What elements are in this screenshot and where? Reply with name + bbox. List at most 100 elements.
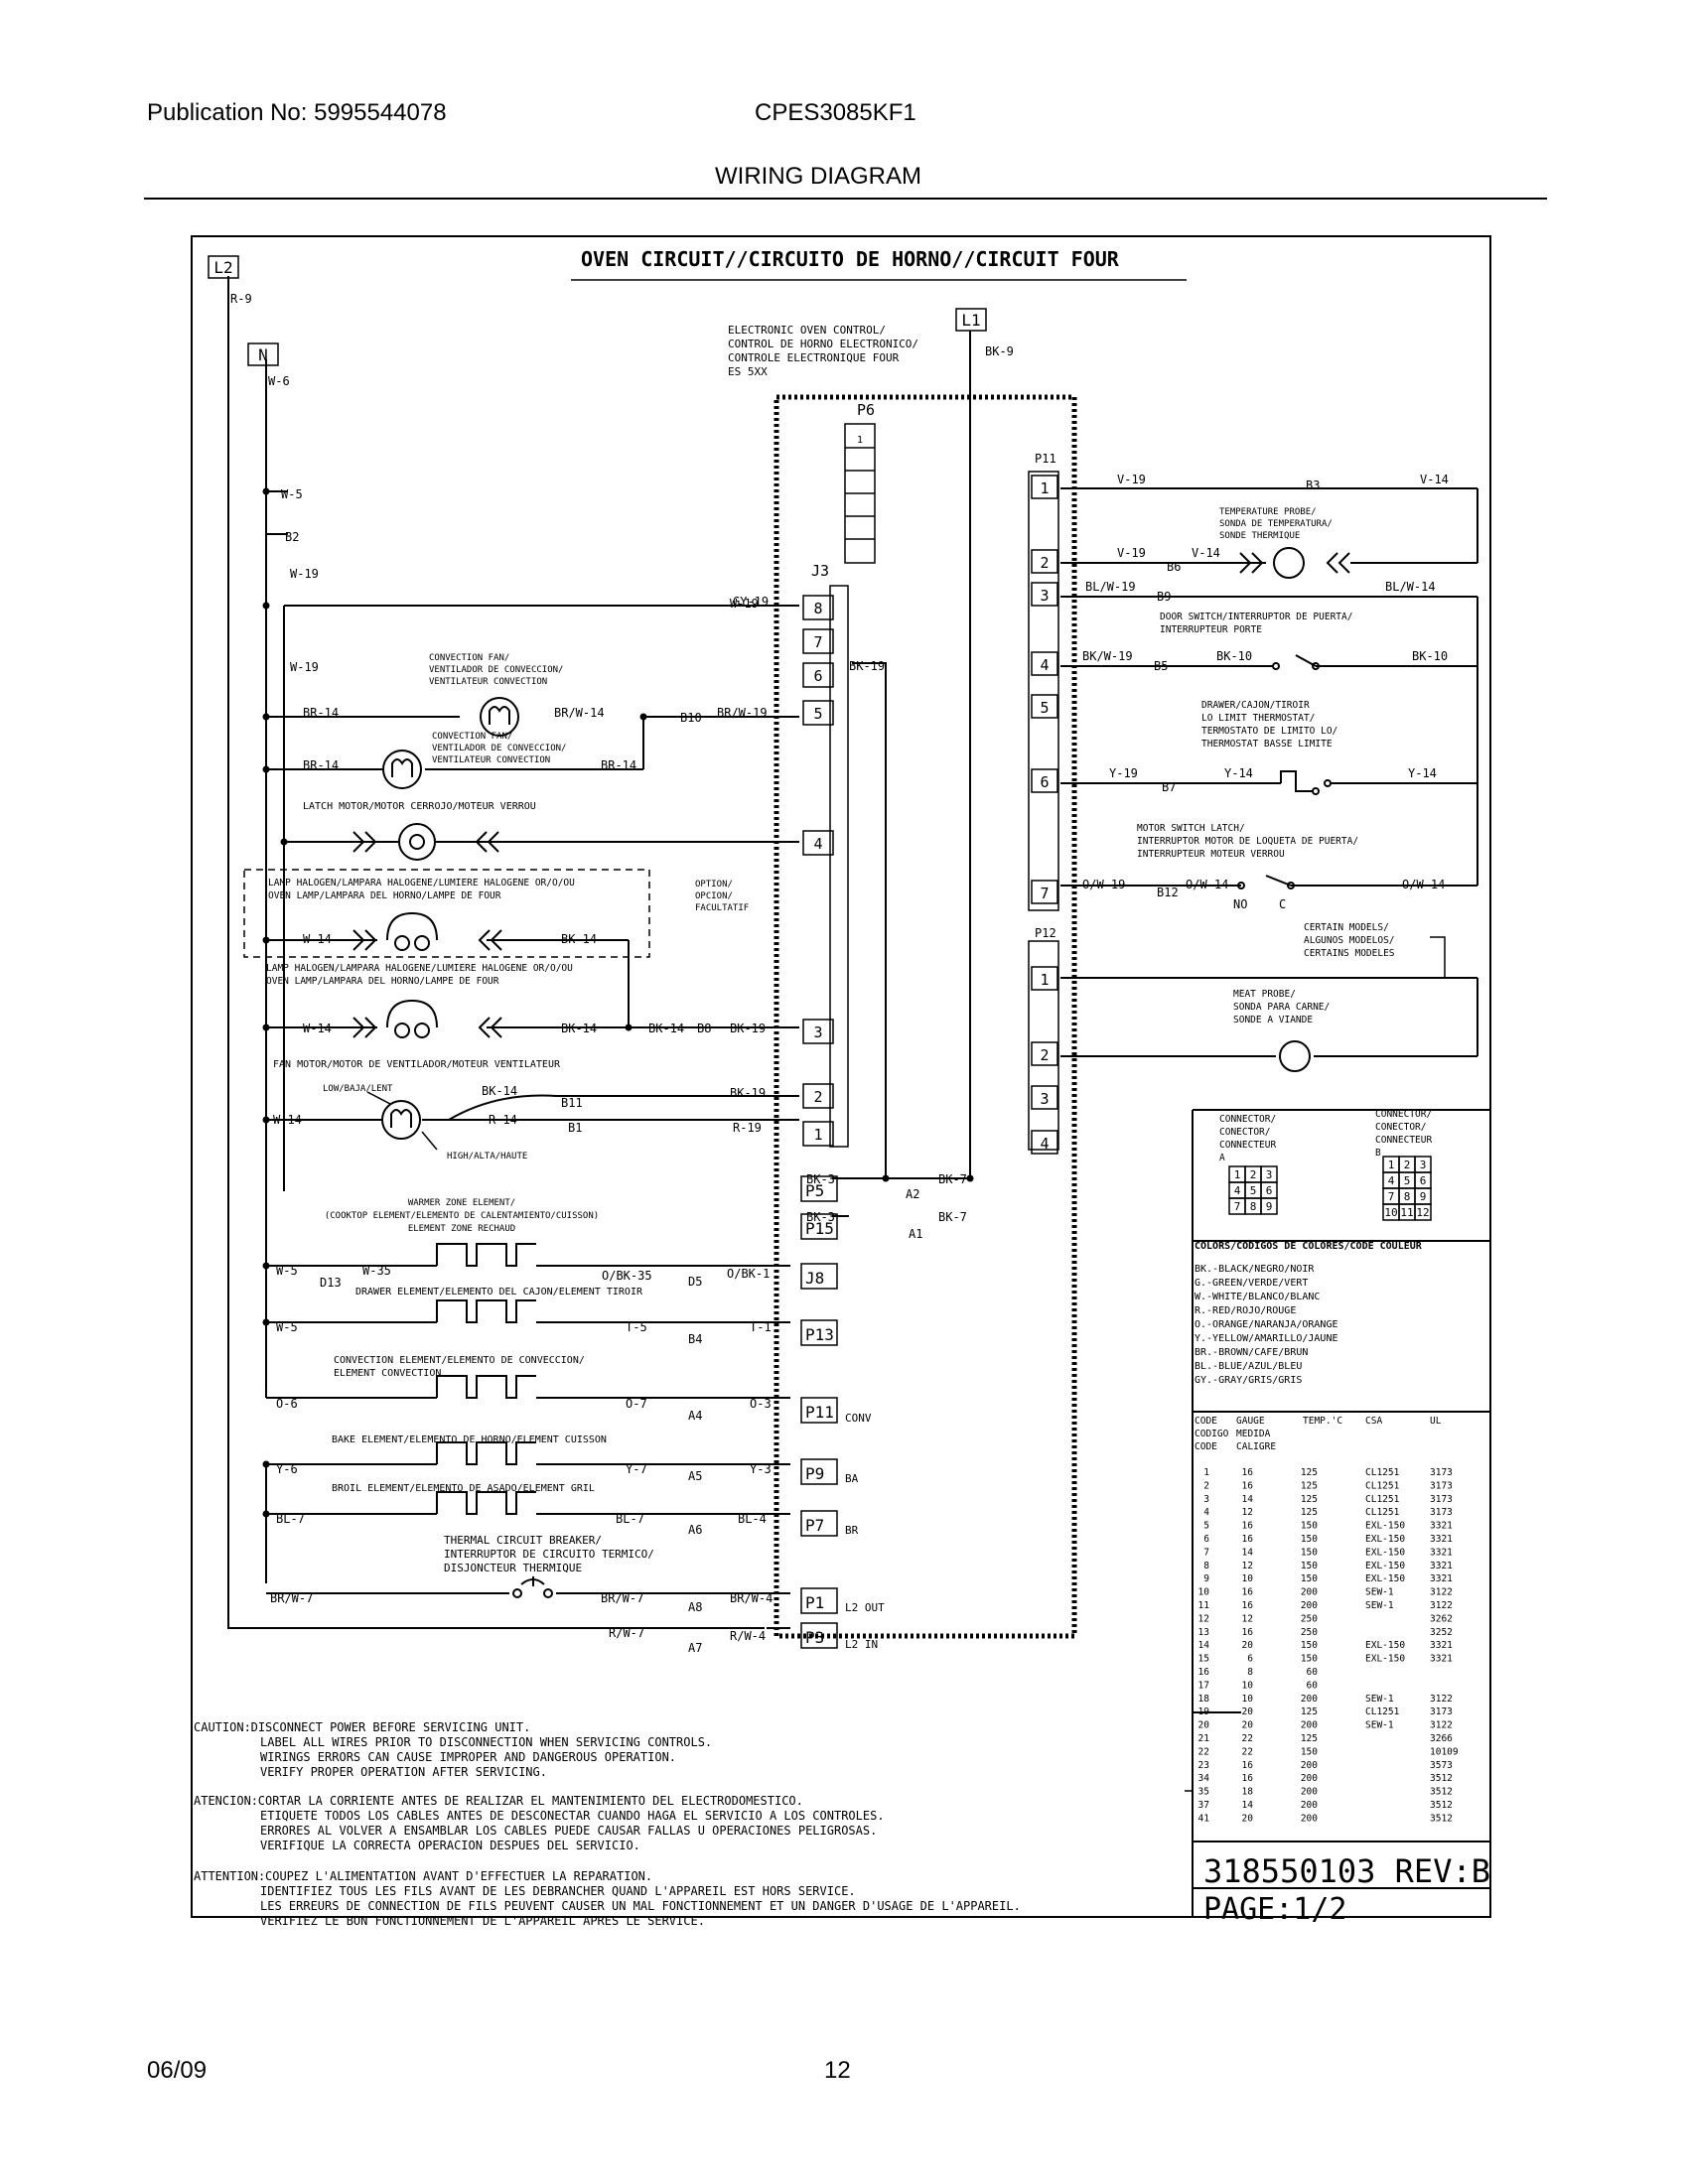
j3-pin-number: 4 [813, 835, 822, 853]
oven-lamp-label: OVEN LAMP/LAMPARA DEL HORNO/LAMPE DE FOU… [266, 976, 499, 987]
p12-pin-number: 3 [1040, 1090, 1049, 1108]
warmer-element-label: WARMER ZONE ELEMENT/ [408, 1198, 515, 1208]
connector-b-label: CONNECTEUR [1375, 1135, 1432, 1146]
wire-label: B9 [1157, 590, 1171, 604]
gauge-subheader: CODE [1195, 1441, 1217, 1452]
caution-text: DISCONNECT POWER BEFORE SERVICING UNIT. [251, 1720, 531, 1734]
convection-fan-label: VENTILATEUR CONVECTION [432, 755, 550, 765]
fan-motor-label: FAN MOTOR/MOTOR DE VENTILADOR/MOTEUR VEN… [273, 1059, 561, 1070]
terminal-l2: L2 [213, 258, 232, 277]
wire-label: Y-14 [1408, 766, 1437, 780]
gauge-code: 37 [1198, 1800, 1209, 1811]
gauge-ul: 3122 [1430, 1720, 1453, 1731]
p11-pin-number: 5 [1040, 699, 1049, 717]
gauge-code: 6 [1203, 1534, 1209, 1545]
wire-label: W-19 [290, 567, 319, 581]
gauge-temp: 250 [1301, 1627, 1318, 1638]
gauge-ul: 3512 [1430, 1773, 1453, 1784]
gauge-size: 6 [1247, 1654, 1253, 1665]
caution-text: CORTAR LA CORRIENTE ANTES DE REALIZAR EL… [258, 1794, 803, 1808]
wire-label: BK-14 [648, 1022, 684, 1035]
gauge-temp: 150 [1301, 1573, 1318, 1584]
gauge-temp: 150 [1301, 1547, 1318, 1558]
control-label: ES 5XX [728, 365, 768, 378]
gauge-temp: 250 [1301, 1613, 1318, 1624]
wire-label: B1 [568, 1121, 582, 1135]
drawer-thermostat-label: TERMOSTATO DE LIMITO LO/ [1201, 726, 1337, 737]
gauge-ul: 3122 [1430, 1587, 1453, 1598]
gauge-code: 41 [1198, 1813, 1210, 1824]
wire-label: B10 [680, 711, 702, 725]
j3-pin-box [802, 1083, 834, 1109]
gauge-size: 20 [1242, 1706, 1254, 1717]
gauge-temp: 150 [1301, 1534, 1318, 1545]
oven-lamp-label: OVEN LAMP/LAMPARA DEL HORNO/LAMPE DE FOU… [268, 890, 501, 901]
connector-a-number: 7 [1234, 1200, 1241, 1213]
gauge-temp: 200 [1301, 1813, 1318, 1824]
j3-pin-box [802, 628, 834, 654]
color-code-row: BL.-BLUE/AZUL/BLEU [1195, 1361, 1302, 1372]
gauge-temp: 200 [1301, 1694, 1318, 1705]
connector-a-number: 9 [1266, 1200, 1273, 1213]
gauge-size: 12 [1242, 1507, 1253, 1518]
connector-a-number: 3 [1266, 1168, 1273, 1181]
wire-label: BK-3 [806, 1172, 835, 1186]
thermal-breaker-label: INTERRUPTOR DE CIRCUITO TERMICO/ [444, 1548, 654, 1561]
wire-label: R-14 [489, 1113, 517, 1127]
p11-pin-number: 1 [1040, 479, 1049, 497]
gauge-temp: 125 [1301, 1733, 1318, 1744]
wire-label: BL-7 [276, 1512, 305, 1526]
gauge-size: 14 [1242, 1494, 1254, 1505]
connector-a-number: 6 [1266, 1184, 1273, 1197]
wire-label: W-6 [268, 374, 290, 388]
p11-pin-number: 4 [1040, 656, 1049, 674]
plug-label: P5 [805, 1181, 824, 1200]
terminal-n: N [258, 345, 268, 364]
connector-a-label: A [1219, 1153, 1225, 1163]
wire-label: BK-14 [561, 932, 597, 946]
plug-label: P1 [805, 1593, 824, 1612]
color-code-row: Y.-YELLOW/AMARILLO/JAUNE [1195, 1333, 1338, 1344]
gauge-size: 16 [1242, 1467, 1254, 1478]
wire-label: A6 [688, 1523, 702, 1537]
p12-pin-number: 2 [1040, 1046, 1049, 1064]
connector-b-number: 7 [1388, 1190, 1395, 1203]
gauge-code: 10 [1198, 1587, 1210, 1598]
wire-label: T-1 [750, 1320, 772, 1334]
gauge-csa: SEW-1 [1365, 1600, 1394, 1611]
p12-pin-box [1031, 1041, 1058, 1066]
bake-element-label: BAKE ELEMENT/ELEMENTO DE HORNO/ELEMENT C… [332, 1434, 607, 1445]
wire-label: BR/W-7 [601, 1591, 643, 1605]
gauge-ul: 3321 [1430, 1534, 1453, 1545]
wire-label: B12 [1157, 886, 1179, 899]
wire-label: B3 [1306, 478, 1320, 492]
wire-label: W-35 [362, 1264, 391, 1278]
wire-label: W-19 [730, 597, 759, 611]
gauge-csa: EXL-150 [1365, 1547, 1405, 1558]
wire-label: B7 [1162, 780, 1176, 794]
wire-label: BK-9 [985, 344, 1014, 358]
caution-tag: ATENCION: [194, 1794, 258, 1808]
connector-b-label: CONNECTOR/ [1375, 1109, 1432, 1120]
wire-label: BK-19 [730, 1086, 766, 1100]
wire-label: BK-10 [1216, 649, 1252, 663]
convection-fan-label: CONVECTION FAN/ [429, 653, 509, 663]
wire-label: B2 [285, 530, 299, 544]
model-number: CPES3085KF1 [755, 99, 916, 126]
p11-pin-number: 3 [1040, 587, 1049, 605]
convection-element-label: ELEMENT CONVECTION [334, 1368, 441, 1379]
gauge-ul: 3262 [1430, 1613, 1453, 1624]
page-title: WIRING DIAGRAM [715, 163, 921, 190]
p12-pin-number: 4 [1040, 1135, 1049, 1153]
gauge-size: 20 [1242, 1640, 1254, 1651]
connector-a-number: 2 [1250, 1168, 1257, 1181]
gauge-subheader: CALIGRE [1236, 1441, 1276, 1452]
plug-box [800, 1263, 838, 1290]
gauge-csa: EXL-150 [1365, 1521, 1405, 1532]
wire-label: W-14 [273, 1113, 302, 1127]
wire-label: R/W-4 [730, 1629, 766, 1643]
connector-a-number: 1 [1234, 1168, 1241, 1181]
wire-label: BR/W-14 [554, 706, 605, 720]
meat-probe-label: MEAT PROBE/ [1233, 989, 1296, 1000]
